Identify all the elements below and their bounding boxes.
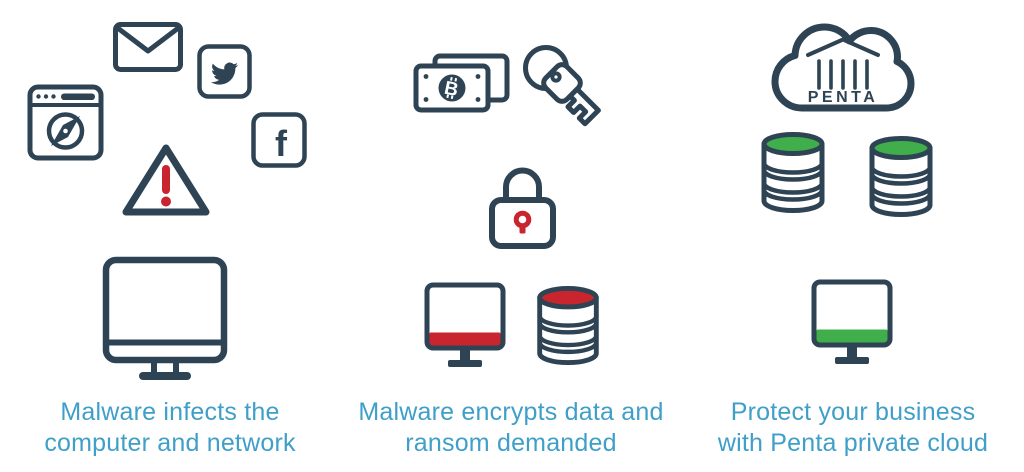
caption-line: Malware encrypts data and — [358, 398, 664, 426]
bitcoin-cash-icon: B — [413, 53, 510, 113]
penta-cloud-icon: PENTA — [771, 23, 915, 112]
facebook-icon: f — [251, 112, 307, 168]
caption-line: ransom demanded — [405, 429, 617, 457]
keyhole-glyph — [513, 210, 532, 234]
panel-ransom-demanded: B — [340, 0, 682, 472]
caption-malware-infects: Malware infects the computer and network — [0, 397, 340, 459]
warning-icon — [122, 144, 210, 216]
caption-penta-protect: Protect your business with Penta private… — [682, 397, 1024, 459]
panel-malware-infects: f Malware infects the computer and netwo… — [0, 0, 340, 472]
bitcoin-symbol: B — [442, 77, 460, 101]
encrypted-database-icon — [537, 285, 599, 366]
panel-penta-protect: PENTA Protect your business — [682, 0, 1024, 472]
twitter-icon — [197, 44, 252, 99]
compass-glyph — [46, 112, 85, 150]
bank-glyph — [806, 37, 880, 90]
protected-monitor-icon — [811, 279, 893, 364]
browser-icon — [27, 84, 104, 161]
envelope-icon — [113, 22, 183, 72]
caption-line: computer and network — [44, 429, 296, 457]
key-icon — [523, 45, 601, 127]
penta-brand-label: PENTA — [808, 89, 879, 106]
facebook-letter: f — [275, 123, 288, 164]
svg-text:B: B — [442, 78, 460, 101]
caption-ransom-demanded: Malware encrypts data and ransom demande… — [340, 397, 682, 459]
desktop-monitor-icon — [102, 256, 228, 380]
protected-database-icon — [761, 132, 825, 213]
caption-line: Protect your business — [730, 398, 976, 426]
caption-line: with Penta private cloud — [717, 429, 989, 457]
infected-monitor-icon — [424, 282, 506, 367]
protected-database-icon — [869, 136, 933, 217]
caption-line: Malware infects the — [60, 398, 280, 426]
padlock-icon — [489, 167, 556, 249]
